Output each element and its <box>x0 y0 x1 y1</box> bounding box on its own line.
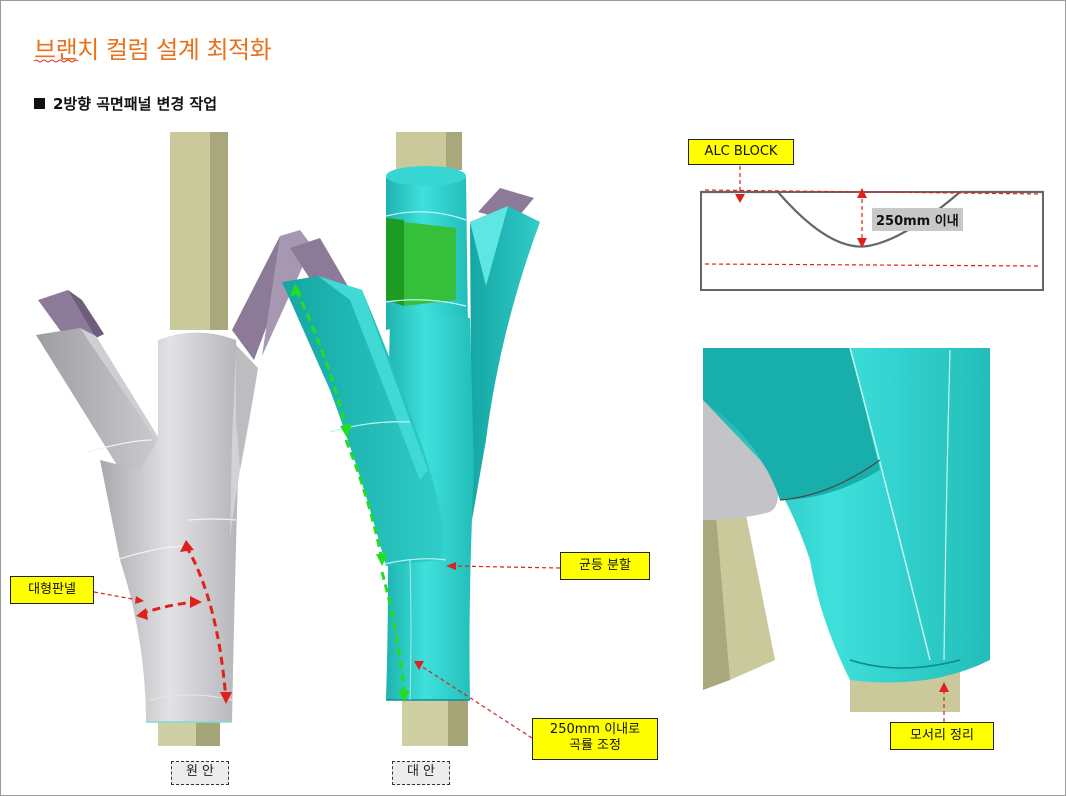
caption-alternative: 대 안 <box>392 761 450 785</box>
callout-large-panel: 대형판넬 <box>10 576 94 604</box>
branch-arm-right-cyan <box>470 206 540 520</box>
depth-limit-label: 250mm 이내 <box>872 208 963 231</box>
beam-left-a <box>38 290 102 344</box>
branch-arm-left-cyan <box>282 276 444 566</box>
spellcheck-underline <box>34 59 78 63</box>
column-bottom-left <box>158 722 196 746</box>
callout-alc-block: ALC BLOCK <box>688 139 794 165</box>
alternative-model <box>282 132 540 746</box>
callout-curvature-adjust: 250mm 이내로 곡률 조정 <box>532 718 658 760</box>
page-title: 브랜치 컬럼 설계 최적화 <box>34 36 272 64</box>
alc-block-green <box>404 222 456 306</box>
caption-original: 원 안 <box>171 761 229 785</box>
original-model <box>36 132 312 746</box>
callout-edge-cleanup: 모서리 정리 <box>890 722 994 750</box>
closeup-view <box>703 348 991 722</box>
square-bullet-icon <box>34 98 45 109</box>
section-heading: 2방향 곡면패널 변경 작업 <box>34 93 217 114</box>
column-bottom-center <box>402 700 448 746</box>
column-top-left <box>170 132 210 330</box>
column-top-center <box>396 132 446 170</box>
callout-even-split: 균등 분할 <box>560 552 650 580</box>
annotation-arrows <box>93 284 561 739</box>
trunk-gray <box>100 332 240 722</box>
